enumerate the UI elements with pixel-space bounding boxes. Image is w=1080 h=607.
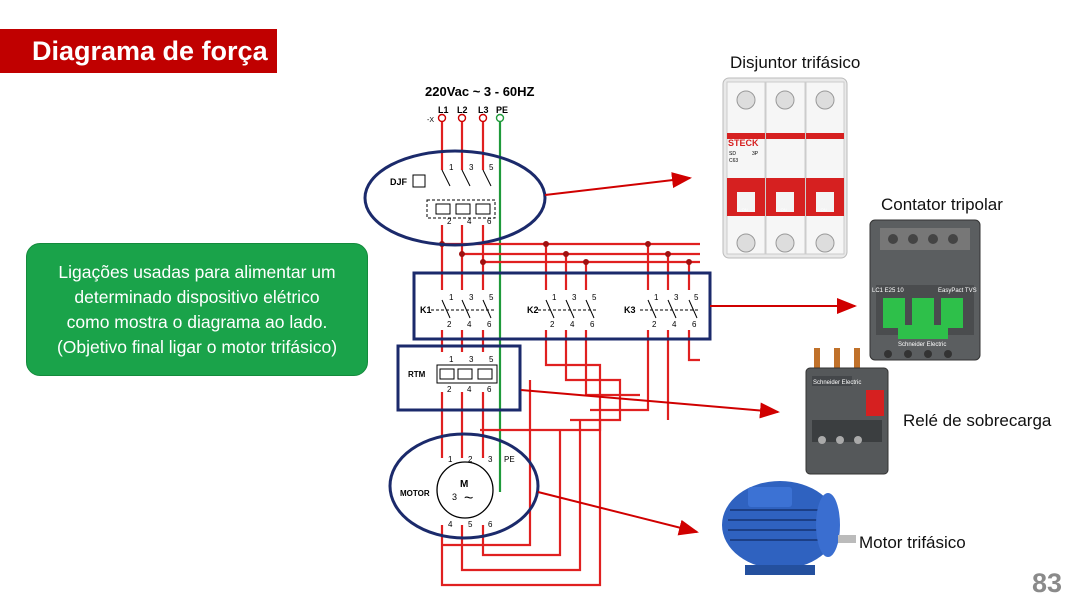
terminal-label: 4 xyxy=(467,217,472,226)
relay-image: Schneider Electric xyxy=(805,348,889,475)
svg-text:4: 4 xyxy=(467,385,472,394)
svg-text:6: 6 xyxy=(487,385,492,394)
relay-brand: Schneider Electric xyxy=(813,380,861,386)
svg-text:6: 6 xyxy=(692,320,697,329)
breaker-pole-marker: I - ON xyxy=(737,207,748,212)
relay-symbol xyxy=(436,364,498,384)
supply-marker: -X xyxy=(427,117,434,124)
supply-terminals xyxy=(437,113,505,123)
svg-text:4: 4 xyxy=(570,320,575,329)
breaker-symbol: DJF xyxy=(390,169,496,219)
contactor-brand: Schneider Electric xyxy=(898,342,946,348)
phase-label-l3: L3 xyxy=(478,105,489,115)
terminal-label: 6 xyxy=(487,217,492,226)
contactor-terminal-labels: 1 3 5 2 4 6 1 3 5 2 4 6 1 3 5 2 4 6 xyxy=(447,293,699,329)
info-line: determinado dispositivo elétrico xyxy=(74,286,320,307)
motor-letter: M xyxy=(460,479,468,490)
svg-text:1: 1 xyxy=(448,455,453,464)
svg-text:5: 5 xyxy=(694,293,699,302)
svg-text:6: 6 xyxy=(488,520,493,529)
contactor-k3 xyxy=(640,299,700,319)
svg-text:3: 3 xyxy=(469,293,474,302)
svg-text:5: 5 xyxy=(592,293,597,302)
svg-text:3: 3 xyxy=(572,293,577,302)
motor-highlight xyxy=(388,432,540,540)
motor-tag: MOTOR xyxy=(400,489,430,498)
contactor-highlight xyxy=(412,271,712,341)
svg-text:3: 3 xyxy=(674,293,679,302)
motor-label: Motor trifásico xyxy=(859,533,966,552)
contactor-tag-k2: K2 xyxy=(527,305,539,315)
svg-text:2: 2 xyxy=(652,320,657,329)
contactor-label: Contator tripolar xyxy=(881,195,1003,214)
svg-text:4: 4 xyxy=(672,320,677,329)
breaker-model-line: SD xyxy=(729,151,736,157)
svg-text:5: 5 xyxy=(468,520,473,529)
contactor-tag-k1: K1 xyxy=(420,305,432,315)
contactor-k1 xyxy=(431,299,495,319)
svg-text:2: 2 xyxy=(447,385,452,394)
page-number: 83 xyxy=(1031,568,1062,598)
phase-label-l2: L2 xyxy=(457,105,468,115)
svg-text:4: 4 xyxy=(448,520,453,529)
svg-text:2: 2 xyxy=(468,455,473,464)
contactor-model: LC1 E25 10 xyxy=(872,288,904,294)
svg-text:6: 6 xyxy=(590,320,595,329)
breaker-model-line: C63 xyxy=(729,158,738,164)
motor-phase-count: 3 xyxy=(452,492,457,502)
relay-tag: RTM xyxy=(408,370,426,379)
contactor-image: LC1 E25 10 EasyPact TVS Schneider Electr… xyxy=(869,219,981,361)
info-line: como mostra o diagrama ao lado. xyxy=(66,311,328,332)
breaker-highlight xyxy=(363,149,547,247)
breaker-image: STECK SD C63 3P I - ON I - ON I - ON xyxy=(722,77,848,259)
breaker-pole-marker: I - ON xyxy=(816,207,827,212)
relay-label: Relé de sobrecarga xyxy=(903,411,1052,430)
svg-text:3: 3 xyxy=(488,455,493,464)
info-box: Ligações usadas para alimentar um determ… xyxy=(26,243,368,376)
svg-text:6: 6 xyxy=(487,320,492,329)
terminal-label: 5 xyxy=(489,163,494,172)
svg-text:5: 5 xyxy=(489,355,494,364)
breaker-model-line: 3P xyxy=(752,151,759,157)
svg-text:2: 2 xyxy=(550,320,555,329)
svg-text:1: 1 xyxy=(449,355,454,364)
contactor-tag-k3: K3 xyxy=(624,305,636,315)
arrows xyxy=(520,172,857,536)
breaker-pole-marker: I - ON xyxy=(776,207,787,212)
svg-text:4: 4 xyxy=(467,320,472,329)
breaker-tag: DJF xyxy=(390,177,408,187)
motor-symbol: M 3 ~ MOTOR xyxy=(400,461,494,519)
relay-highlight xyxy=(396,344,522,412)
motor-image xyxy=(722,481,856,575)
terminal-label: 3 xyxy=(469,163,474,172)
info-line: (Objetivo final ligar o motor trifásico) xyxy=(56,336,338,357)
phase-label-pe: PE xyxy=(496,105,508,115)
svg-text:1: 1 xyxy=(449,293,454,302)
contactor-k2 xyxy=(538,299,598,319)
info-line: Ligações usadas para alimentar um xyxy=(58,261,336,282)
contactor-series: EasyPact TVS xyxy=(938,288,977,294)
svg-text:PE: PE xyxy=(504,455,515,464)
title-bar: Diagrama de força xyxy=(0,29,277,73)
relay-terminal-labels: 1 3 5 2 4 6 xyxy=(447,355,494,394)
breaker-brand: STECK xyxy=(728,138,759,148)
phase-wires xyxy=(440,122,700,587)
motor-terminal-labels: 1 2 3 PE 4 5 6 xyxy=(448,455,515,529)
terminal-label: 1 xyxy=(449,163,454,172)
terminal-label: 2 xyxy=(447,217,452,226)
phase-label-l1: L1 xyxy=(438,105,449,115)
svg-text:3: 3 xyxy=(469,355,474,364)
page-title: Diagrama de força xyxy=(32,35,268,66)
svg-text:2: 2 xyxy=(447,320,452,329)
svg-text:1: 1 xyxy=(654,293,659,302)
motor-tilde: ~ xyxy=(464,490,473,507)
breaker-label: Disjuntor trifásico xyxy=(730,53,861,72)
supply-label: 220Vac ~ 3 - 60HZ xyxy=(425,84,535,99)
svg-text:1: 1 xyxy=(552,293,557,302)
svg-text:5: 5 xyxy=(489,293,494,302)
